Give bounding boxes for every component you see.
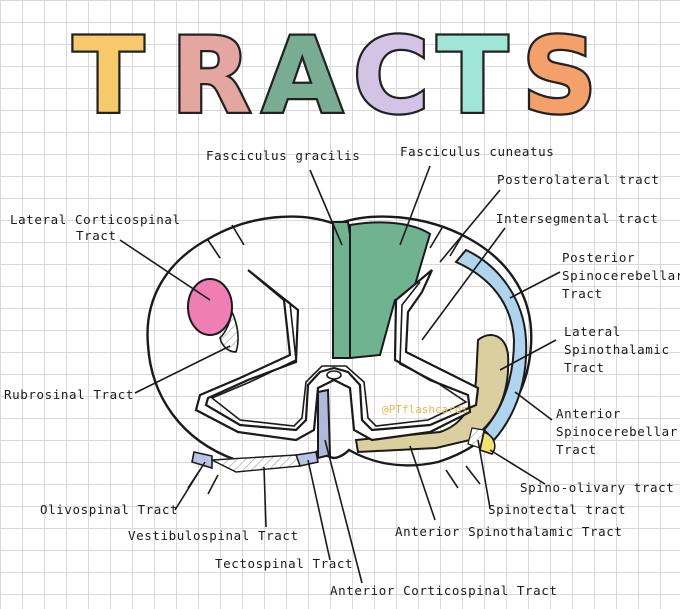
label-lateral-spinothalamic-line2: Spinothalamic [564, 342, 670, 357]
label-rubrospinal: Rubrosinal Tract [4, 387, 134, 402]
title-letter-c: C [353, 15, 429, 137]
label-anterior-corticospinal: Anterior Corticospinal Tract [330, 583, 558, 598]
watermark: @PTflashcards [382, 403, 468, 416]
title-letter-s: S [522, 15, 597, 137]
label-tectospinal: Tectospinal Tract [215, 556, 353, 571]
label-spino-olivary: Spino-olivary tract [520, 480, 674, 495]
label-lateral-spinothalamic-line1: Lateral [564, 324, 621, 339]
label-fasciculus-cuneatus: Fasciculus cuneatus [400, 144, 554, 159]
leader-lines [119, 165, 561, 584]
label-olivospinal: Olivospinal Tract [40, 502, 178, 517]
gray-matter-outline [194, 269, 480, 442]
vestibulospinal-region [209, 454, 301, 473]
label-lateral-spinothalamic-line3: Tract [564, 360, 605, 375]
title-letter-r: R [171, 15, 251, 137]
label-lateral-corticospinal-line1: Lateral Corticospinal [10, 212, 181, 227]
title-letter-t1: T [73, 15, 144, 137]
label-lateral-corticospinal-line2: Tract [76, 228, 117, 243]
label-anterior-spinocerebellar-line3: Tract [556, 442, 597, 457]
label-spinotectal: Spinotectal tract [488, 502, 626, 517]
fasciculus-cuneatus-region [349, 221, 432, 360]
label-posterior-spinocerebellar-line3: Tract [562, 286, 603, 301]
spino-olivary-region [479, 430, 496, 455]
title-letters: T R A C T S [71, 13, 599, 140]
label-vestibulospinal: Vestibulospinal Tract [128, 528, 299, 543]
label-posterolateral-tract: Posterolateral tract [497, 172, 660, 187]
lateral-corticospinal-region [187, 278, 233, 336]
labels: Fasciculus gracilis Fasciculus cuneatus … [4, 144, 680, 598]
white-matter-outline [146, 215, 533, 467]
title-letter-a: A [262, 15, 343, 137]
label-anterior-spinothalamic: Anterior Spinothalamic Tract [395, 524, 623, 539]
olivospinal-region [191, 451, 213, 470]
label-anterior-spinocerebellar-line1: Anterior [556, 406, 621, 421]
label-anterior-spinocerebellar-line2: Spinocerebellar [556, 424, 678, 439]
central-canal [326, 370, 342, 380]
label-posterior-spinocerebellar-line1: Posterior [562, 250, 635, 265]
title-letter-t2: T [437, 15, 508, 137]
anterior-corticospinal-region [317, 388, 332, 460]
label-fasciculus-gracilis: Fasciculus gracilis [206, 148, 360, 163]
label-posterior-spinocerebellar-line2: Spinocerebellar [562, 268, 680, 283]
label-intersegmental-tract: Intersegmental tract [496, 211, 659, 226]
